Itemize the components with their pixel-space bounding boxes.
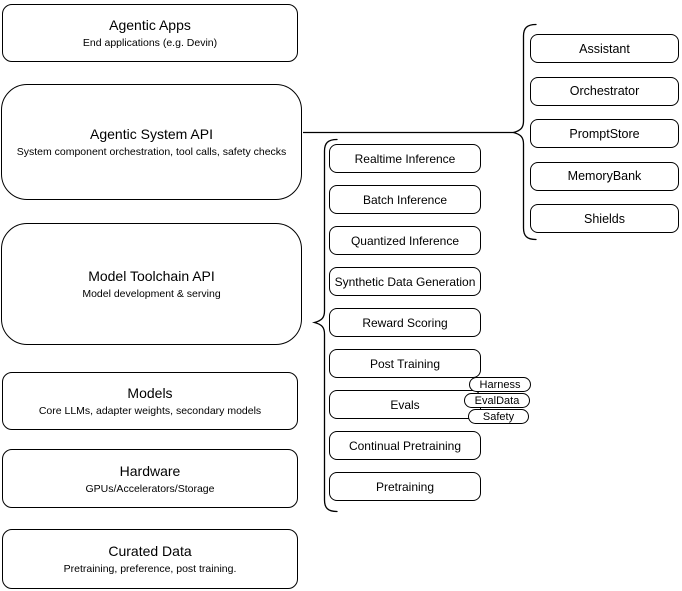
tag-harness: Harness xyxy=(469,377,531,392)
node-hardware-subtitle: GPUs/Accelerators/Storage xyxy=(85,482,215,495)
node-model-toolchain-api: Model Toolchain API Model development & … xyxy=(1,223,302,345)
node-promptstore: PromptStore xyxy=(530,119,679,148)
node-curated-data-subtitle: Pretraining, preference, post training. xyxy=(63,563,237,575)
node-post-training: Post Training xyxy=(329,349,481,378)
node-agentic-system-api: Agentic System API System component orch… xyxy=(1,84,302,200)
node-models-title: Models xyxy=(127,385,173,401)
node-curated-data: Curated Data Pretraining, preference, po… xyxy=(2,529,298,589)
node-orchestrator: Orchestrator xyxy=(530,76,679,106)
node-agentic-apps-title: Agentic Apps xyxy=(109,17,191,33)
node-assistant: Assistant xyxy=(530,34,679,63)
node-batch-inference: Batch Inference xyxy=(329,185,481,214)
system-components-group: Assistant Orchestrator PromptStore Memor… xyxy=(530,34,679,233)
node-reward-scoring: Reward Scoring xyxy=(329,308,481,337)
tag-evaldata: EvalData xyxy=(464,393,530,408)
node-shields: Shields xyxy=(530,204,679,233)
node-realtime-inference: Realtime Inference xyxy=(329,144,481,173)
node-curated-data-title: Curated Data xyxy=(108,543,192,559)
node-agentic-apps-subtitle: End applications (e.g. Devin) xyxy=(82,37,218,49)
node-models: Models Core LLMs, adapter weights, secon… xyxy=(2,372,298,430)
tag-safety: Safety xyxy=(468,409,529,424)
node-agentic-apps: Agentic Apps End applications (e.g. Devi… xyxy=(2,4,298,62)
toolchain-components-group: Realtime Inference Batch Inference Quant… xyxy=(329,144,481,501)
node-hardware: Hardware GPUs/Accelerators/Storage xyxy=(2,449,298,508)
node-pretraining: Pretraining xyxy=(329,472,481,501)
node-models-subtitle: Core LLMs, adapter weights, secondary mo… xyxy=(38,405,262,417)
node-agentic-system-api-subtitle: System component orchestration, tool cal… xyxy=(16,146,287,158)
node-model-toolchain-api-title: Model Toolchain API xyxy=(88,268,215,284)
node-continual-pretraining: Continual Pretraining xyxy=(329,431,481,460)
node-hardware-title: Hardware xyxy=(119,462,181,479)
node-evals: Evals xyxy=(329,390,481,419)
node-quantized-inference: Quantized Inference xyxy=(329,226,481,255)
node-memorybank: MemoryBank xyxy=(530,161,679,191)
node-model-toolchain-api-subtitle: Model development & serving xyxy=(82,288,221,300)
node-agentic-system-api-title: Agentic System API xyxy=(90,126,213,142)
node-synthetic-data-generation: Synthetic Data Generation xyxy=(329,267,481,296)
